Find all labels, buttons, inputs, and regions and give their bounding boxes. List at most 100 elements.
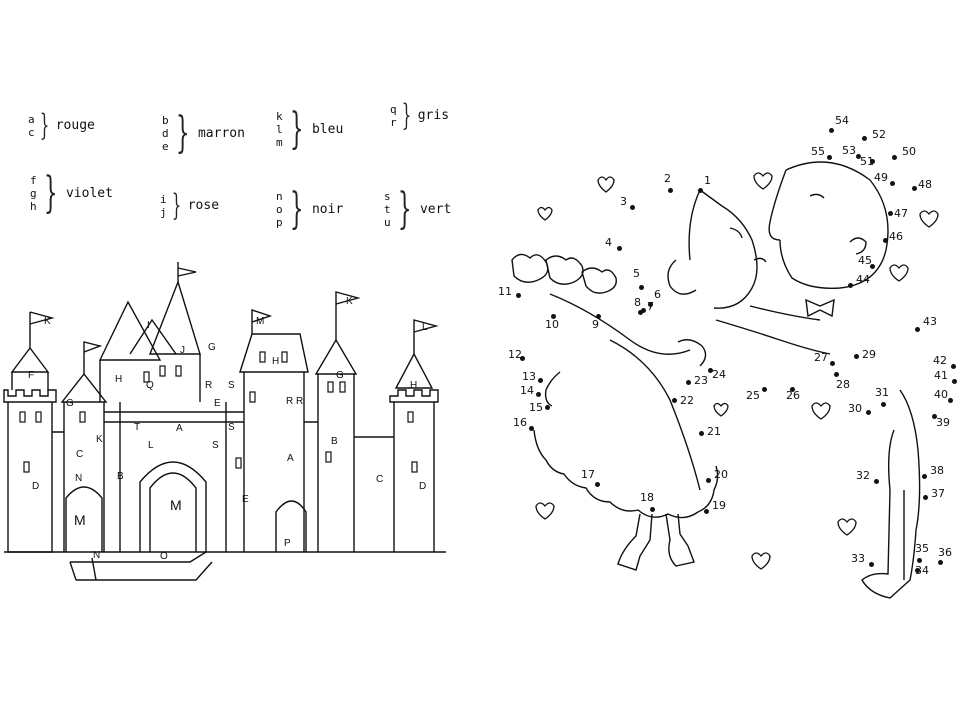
castle-zone-letter: G	[66, 398, 74, 409]
dot-number-label: 51	[860, 155, 874, 168]
dot-number-label: 6	[654, 288, 661, 301]
dot-point	[596, 314, 601, 319]
legend-letter: f	[30, 173, 37, 187]
dot-point	[698, 188, 703, 193]
castle-zone-letter: L	[148, 440, 154, 451]
dot-point	[829, 128, 834, 133]
legend-color-name: rouge	[55, 118, 95, 133]
dot-point	[923, 495, 928, 500]
dot-number-label: 50	[902, 145, 916, 158]
legend-letter: m	[276, 135, 283, 149]
dot-point	[917, 558, 922, 563]
castle-zone-letter: M	[256, 316, 265, 327]
castle-zone-letter: I	[147, 320, 150, 331]
castle-zone-letter: H	[272, 356, 280, 367]
legend-letter: b	[162, 113, 169, 127]
dot-point	[672, 398, 677, 403]
legend-color-name: violet	[65, 185, 113, 201]
castle-zone-letter: D	[32, 481, 40, 492]
dot-point	[866, 410, 871, 415]
dot-number-label: 55	[811, 145, 825, 158]
castle-zone-letter: K	[44, 316, 51, 327]
legend-letter: c	[28, 125, 35, 139]
legend-brace: }	[289, 184, 304, 234]
legend-letter: k	[276, 109, 283, 123]
dot-number-label: 47	[894, 207, 908, 220]
legend-letter: i	[160, 192, 167, 206]
dot-number-label: 10	[545, 318, 559, 331]
castle-zone-letter: P	[284, 538, 291, 549]
dot-point	[648, 302, 653, 307]
dot-point	[862, 136, 867, 141]
dot-point	[704, 509, 709, 514]
castle-zone-letter: G	[208, 342, 216, 353]
castle-zone-letter: K	[346, 296, 353, 307]
dot-point	[874, 479, 879, 484]
dot-number-label: 40	[934, 388, 948, 401]
dot-number-label: 43	[923, 315, 937, 328]
dot-point	[892, 155, 897, 160]
dot-number-label: 41	[934, 369, 948, 382]
couple-connect-the-dots-picture	[511, 161, 939, 599]
legend-brace: }	[289, 104, 304, 154]
dot-number-label: 42	[933, 354, 947, 367]
dot-number-label: 14	[520, 384, 534, 397]
castle-zone-letter: D	[419, 481, 427, 492]
dot-number-label: 29	[862, 348, 876, 361]
dot-point	[915, 568, 920, 573]
castle-zone-letter: S	[212, 440, 219, 451]
dot-number-label: 23	[694, 374, 708, 387]
dot-point	[932, 414, 937, 419]
dot-number-label: 9	[592, 318, 599, 331]
dot-number-label: 37	[931, 487, 945, 500]
castle-zone-letter: S	[228, 422, 235, 433]
legend-letter: j	[160, 205, 167, 219]
legend-letter: r	[390, 115, 397, 129]
dot-number-label: 13	[522, 370, 536, 383]
legend-brace: }	[175, 108, 190, 158]
legend-letter: h	[30, 199, 37, 213]
dot-number-label: 24	[712, 368, 726, 381]
castle-zone-letter: S	[228, 380, 235, 391]
legend-brace: }	[43, 168, 58, 218]
dot-number-label: 17	[581, 468, 595, 481]
dot-number-label: 19	[712, 499, 726, 512]
castle-zone-letter: O	[160, 551, 168, 562]
dot-number-label: 18	[640, 491, 654, 504]
legend-color-name: bleu	[311, 121, 344, 137]
castle-zone-letter: C	[376, 474, 384, 485]
dot-number-label: 1	[704, 174, 711, 187]
castle-zone-letter: R	[296, 396, 304, 407]
dot-number-label: 26	[786, 389, 800, 402]
dot-point	[854, 354, 859, 359]
dot-point	[516, 293, 521, 298]
dot-point	[545, 405, 550, 410]
castle-zone-letter: A	[287, 453, 294, 464]
dot-point	[952, 379, 957, 384]
dot-number-label: 5	[633, 267, 640, 280]
legend-color-name: marron	[197, 125, 245, 141]
legend-letter: t	[384, 202, 391, 216]
castle-zone-letter: N	[93, 550, 101, 561]
castle-zone-letter: F	[28, 370, 35, 381]
castle-zone-letter: R	[286, 396, 294, 407]
dot-point	[686, 380, 691, 385]
legend-color-name: vert	[419, 201, 452, 217]
dot-number-label: 33	[851, 552, 865, 565]
castle-zone-letter: G	[336, 370, 344, 381]
dot-point	[834, 372, 839, 377]
dot-point	[830, 361, 835, 366]
dot-point	[881, 402, 886, 407]
legend-brace: }	[401, 98, 411, 133]
dot-point	[883, 238, 888, 243]
dot-point	[706, 478, 711, 483]
